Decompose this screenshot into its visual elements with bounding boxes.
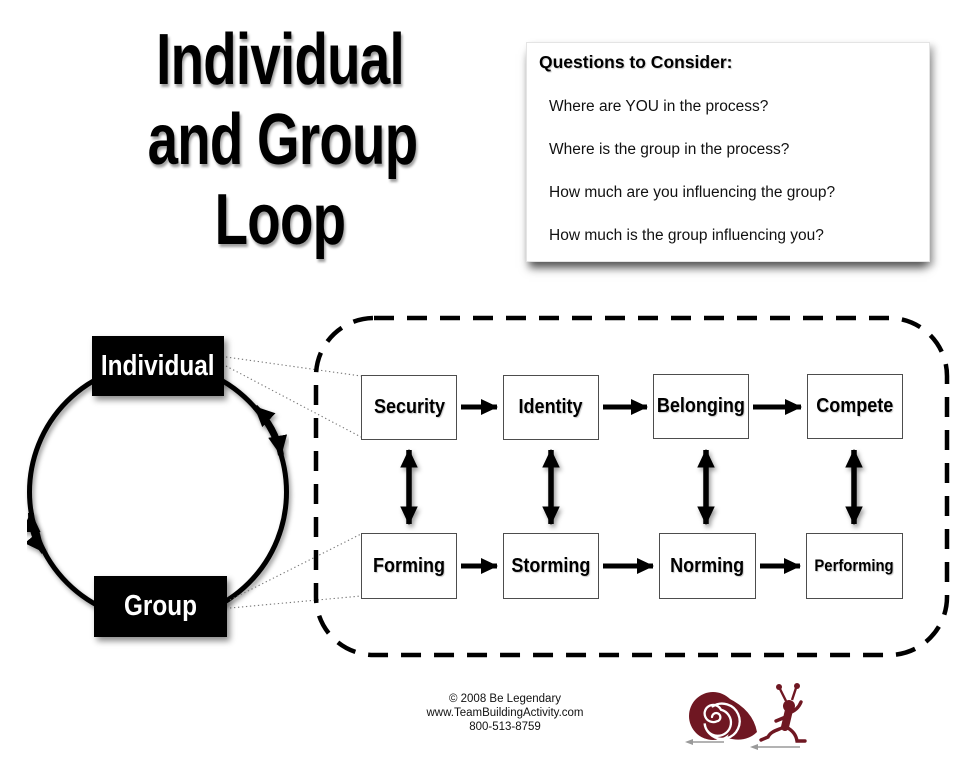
title-line-2: and Group: [147, 100, 419, 180]
footer: © 2008 Be Legendary www.TeamBuildingActi…: [375, 692, 635, 734]
row-link-double-arrows: [400, 448, 863, 526]
stages-container-border: [313, 315, 950, 658]
stage-box-compete: Compete: [807, 374, 903, 439]
stage-box-norming: Norming: [659, 533, 756, 599]
questions-card: Questions to Consider: Where are YOU in …: [526, 42, 930, 262]
footer-copyright: © 2008 Be Legendary: [448, 693, 562, 705]
loop-double-arrow-bottom-left: [21, 511, 47, 554]
stage-box-belonging: Belonging: [653, 374, 749, 439]
stage-box-performing: Performing: [806, 533, 903, 599]
snail-logo-icon: [689, 683, 807, 743]
stage-box-security: Security: [361, 375, 457, 440]
footer-website: www.TeamBuildingActivity.com: [426, 707, 584, 719]
question-item: How much are you influencing the group?: [549, 184, 836, 201]
title-line-3: Loop: [214, 180, 346, 260]
question-item: Where is the group in the process?: [549, 141, 790, 158]
runner-icon: [759, 683, 807, 743]
page-title: Individual and Group Loop: [105, 20, 455, 260]
group-label: Group: [94, 576, 227, 637]
title-line-1: Individual: [156, 20, 405, 100]
projection-lines: [225, 356, 362, 609]
loop-double-arrow-top-right: [252, 404, 288, 457]
stage-box-forming: Forming: [361, 533, 457, 599]
stage-box-storming: Storming: [503, 533, 599, 599]
questions-heading: Questions to Consider:: [539, 52, 733, 72]
question-item: How much is the group influencing you?: [549, 227, 824, 244]
footer-phone: 800-513-8759: [469, 721, 541, 733]
stage-box-identity: Identity: [503, 375, 599, 440]
motion-lines: [685, 739, 800, 750]
questions-list: Where are YOU in the process? Where is t…: [549, 98, 929, 245]
question-item: Where are YOU in the process?: [549, 98, 769, 115]
individual-label: Individual: [92, 336, 224, 396]
